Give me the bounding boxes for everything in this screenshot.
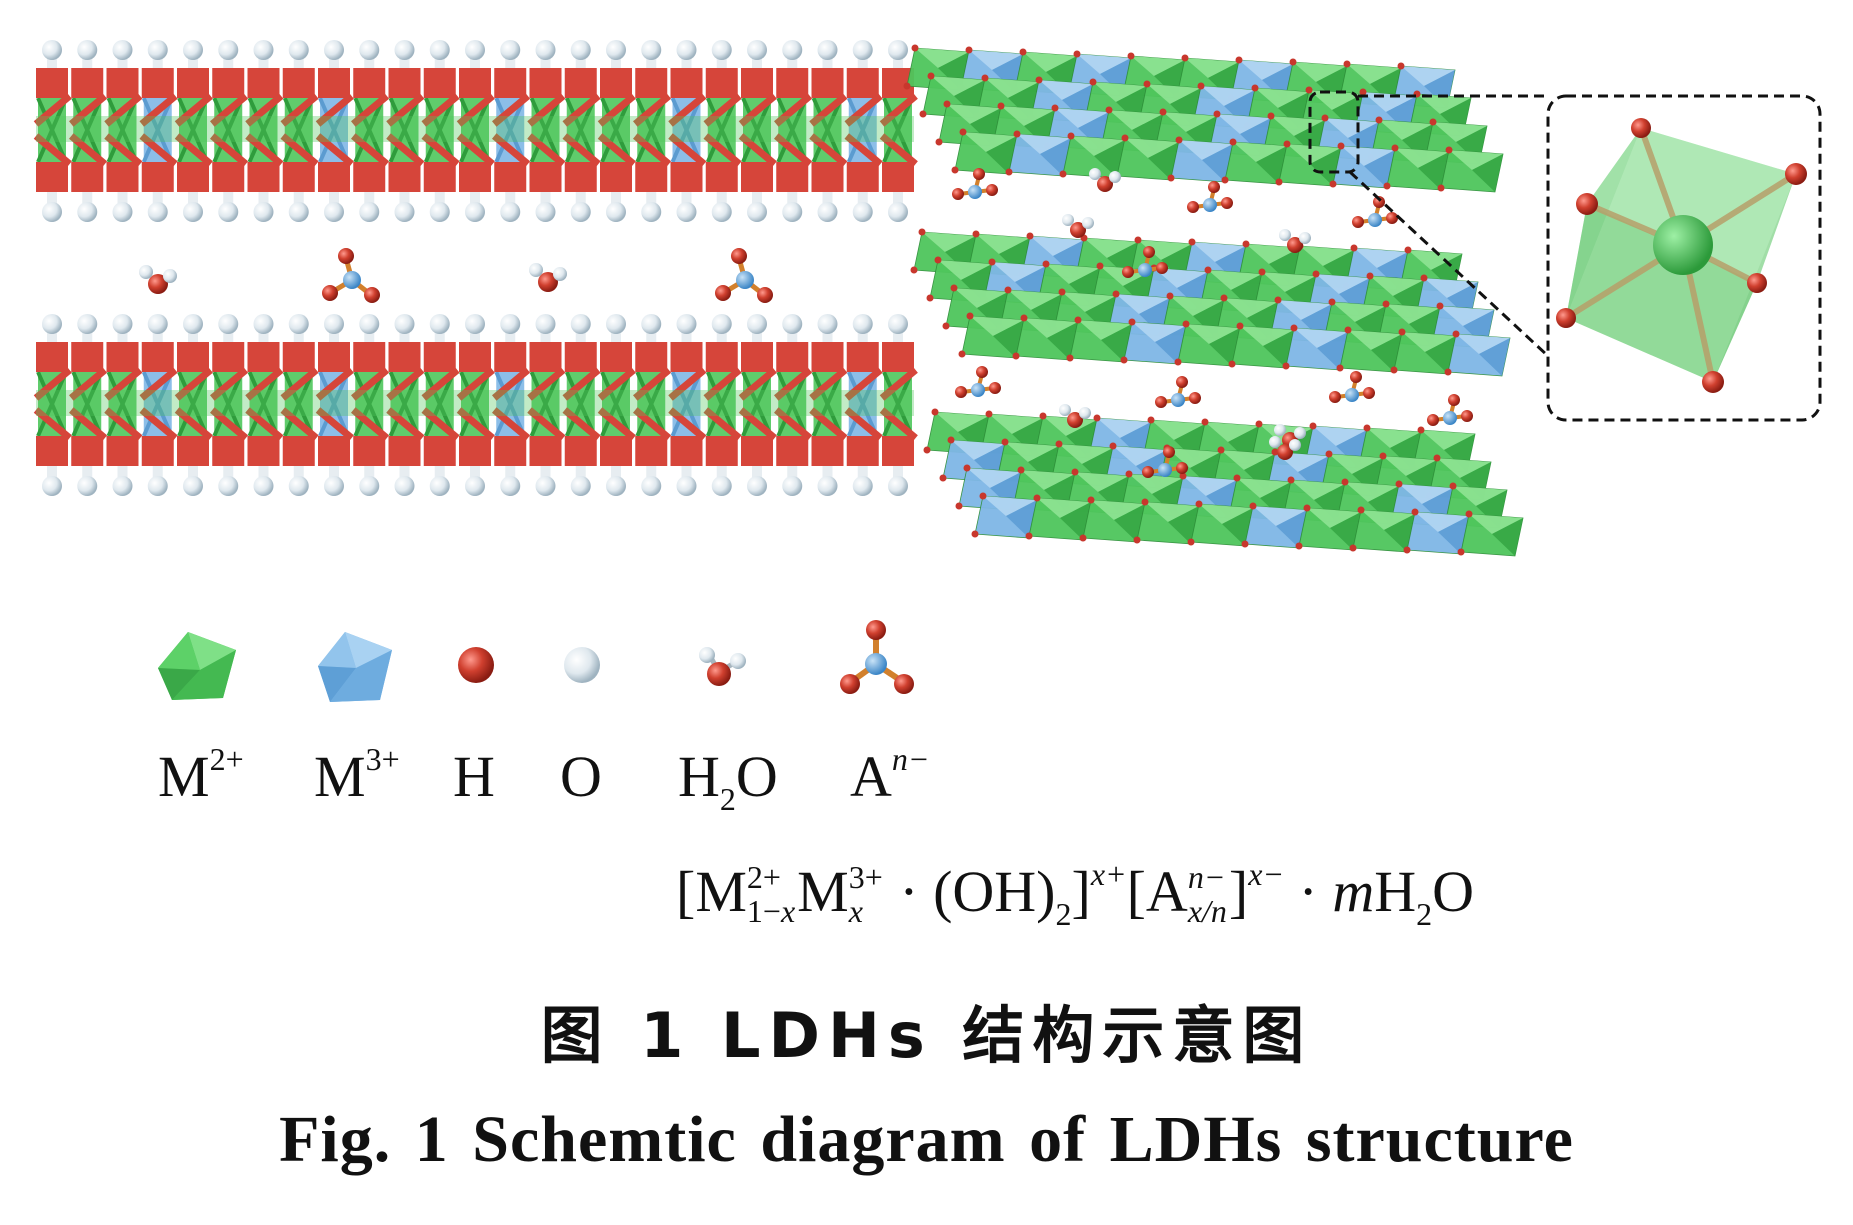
- legend-label-o: O: [560, 744, 602, 809]
- anion-molecule-icon: [840, 620, 914, 694]
- anion-molecule: [955, 366, 1001, 398]
- legend-label-anion: An−: [850, 741, 930, 809]
- anion-molecule: [715, 248, 773, 303]
- water-molecule: [1062, 214, 1094, 238]
- ldh-general-formula: [M2+1−xM3+x · (OH)2]x+[An−x/n]x− · mH2O: [676, 856, 1475, 932]
- zoom-connector-bottom: [1348, 170, 1550, 358]
- caption-chinese: 图 1 LDHs 结构示意图: [540, 999, 1313, 1072]
- legend-icons: [158, 620, 914, 702]
- legend-label-h2o: H2O: [678, 744, 778, 817]
- legend-label-m2: M2+: [158, 741, 244, 809]
- anion-molecule: [1187, 181, 1233, 213]
- anion-molecule: [1122, 246, 1168, 278]
- water-molecule-icon: [699, 647, 746, 686]
- water-molecule: [1059, 404, 1091, 428]
- white-sphere-icon: [564, 647, 600, 683]
- perspective-layer-3: [923, 408, 1524, 557]
- water-molecule: [529, 263, 567, 292]
- caption-english: Fig. 1 Schemtic diagram of LDHs structur…: [279, 1103, 1574, 1176]
- octahedron-detail: [1556, 118, 1807, 393]
- anion-molecule: [1155, 376, 1201, 408]
- interlayer-guests-side: [139, 248, 773, 303]
- side-layer-top: [33, 40, 918, 222]
- zoom-source-box: [1308, 90, 1360, 174]
- blue-octahedron-icon: [318, 632, 392, 702]
- anion-molecule: [322, 248, 380, 303]
- water-molecule: [1279, 229, 1311, 253]
- water-molecule: [1089, 168, 1121, 192]
- water-molecule: [139, 265, 177, 294]
- side-layer-bottom: [33, 314, 918, 496]
- red-sphere-icon: [458, 647, 494, 683]
- green-octahedron-icon: [158, 632, 236, 700]
- anion-molecule: [1142, 446, 1188, 478]
- anion-molecule: [1329, 371, 1375, 403]
- perspective-layers: [903, 44, 1524, 557]
- perspective-layer-2: [910, 228, 1511, 377]
- anion-molecule: [1352, 196, 1398, 228]
- legend-label-m3: M3+: [314, 741, 400, 809]
- perspective-layer-1: [903, 44, 1504, 193]
- side-view-layers: [33, 40, 918, 496]
- water-molecule: [1269, 436, 1301, 460]
- anion-molecule: [952, 168, 998, 200]
- zoom-inset: [1308, 90, 1822, 422]
- legend-label-h: H: [453, 744, 495, 809]
- anion-molecule: [1427, 394, 1473, 426]
